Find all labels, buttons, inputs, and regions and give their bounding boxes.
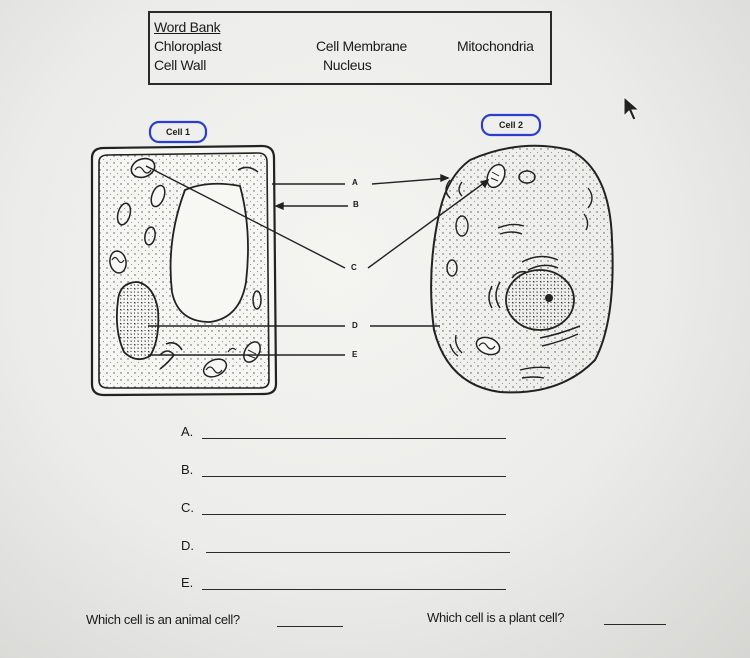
answer-b-letter: B. bbox=[181, 462, 194, 477]
marker-a: A bbox=[352, 178, 358, 187]
cell-2-mitochondrion-2 bbox=[475, 336, 501, 356]
marker-e: E bbox=[352, 350, 358, 359]
cell-1-label-bubble bbox=[148, 120, 208, 144]
cell-2-vesicle-1 bbox=[518, 170, 536, 184]
mouse-pointer-icon bbox=[623, 96, 641, 121]
marker-b: B bbox=[353, 200, 359, 209]
answer-a-letter: A. bbox=[181, 424, 194, 439]
answer-c-line[interactable] bbox=[202, 514, 506, 515]
label-pointer-lines bbox=[145, 165, 490, 356]
answer-d-line[interactable] bbox=[206, 552, 510, 553]
word-bank-box bbox=[148, 11, 552, 85]
answer-a-line[interactable] bbox=[202, 438, 506, 439]
word-bank-term-mitochondria: Mitochondria bbox=[457, 38, 534, 54]
cell-2-label: Cell 2 bbox=[498, 120, 523, 130]
cell-2-mitochondrion-1 bbox=[486, 163, 506, 189]
answer-e-letter: E. bbox=[181, 575, 194, 590]
cell-1-organelle-3 bbox=[116, 202, 132, 226]
word-bank-title: Word Bank bbox=[154, 19, 221, 35]
cell-1-organelle-2 bbox=[150, 184, 166, 208]
answer-animal-cell-line[interactable] bbox=[277, 626, 343, 627]
cell-1-vacuole bbox=[169, 182, 249, 323]
marker-c: C bbox=[351, 263, 357, 272]
question-animal-cell: Which cell is an animal cell? bbox=[86, 612, 240, 627]
cell-2-nucleus bbox=[505, 269, 575, 331]
cell-1-organelle-4 bbox=[144, 226, 156, 246]
cell-1-nucleus bbox=[115, 281, 160, 361]
cell-2-label-bubble bbox=[480, 113, 542, 137]
cell-2-er-2 bbox=[539, 325, 581, 347]
word-bank-term-cell-membrane: Cell Membrane bbox=[316, 38, 408, 54]
marker-d: D bbox=[352, 321, 358, 330]
question-plant-cell: Which cell is a plant cell? bbox=[427, 610, 565, 625]
answer-plant-cell-line[interactable] bbox=[604, 624, 666, 625]
answer-d-letter: D. bbox=[181, 538, 194, 553]
answer-e-line[interactable] bbox=[202, 589, 506, 590]
cell-2-vesicle-3 bbox=[446, 259, 458, 277]
cell-2-er-1 bbox=[497, 223, 525, 235]
answer-b-line[interactable] bbox=[202, 476, 506, 477]
cell-1-label: Cell 1 bbox=[165, 127, 190, 137]
word-bank-term-chloroplast: Chloroplast bbox=[154, 38, 222, 54]
cell-1-mitochondrion-1 bbox=[109, 250, 127, 274]
cell-2-golgi bbox=[511, 255, 559, 279]
word-bank-term-nucleus: Nucleus bbox=[323, 57, 372, 73]
word-bank-term-cell-wall: Cell Wall bbox=[154, 57, 207, 73]
answer-c-letter: C. bbox=[181, 500, 194, 515]
cell-2-vesicle-2 bbox=[455, 215, 469, 237]
